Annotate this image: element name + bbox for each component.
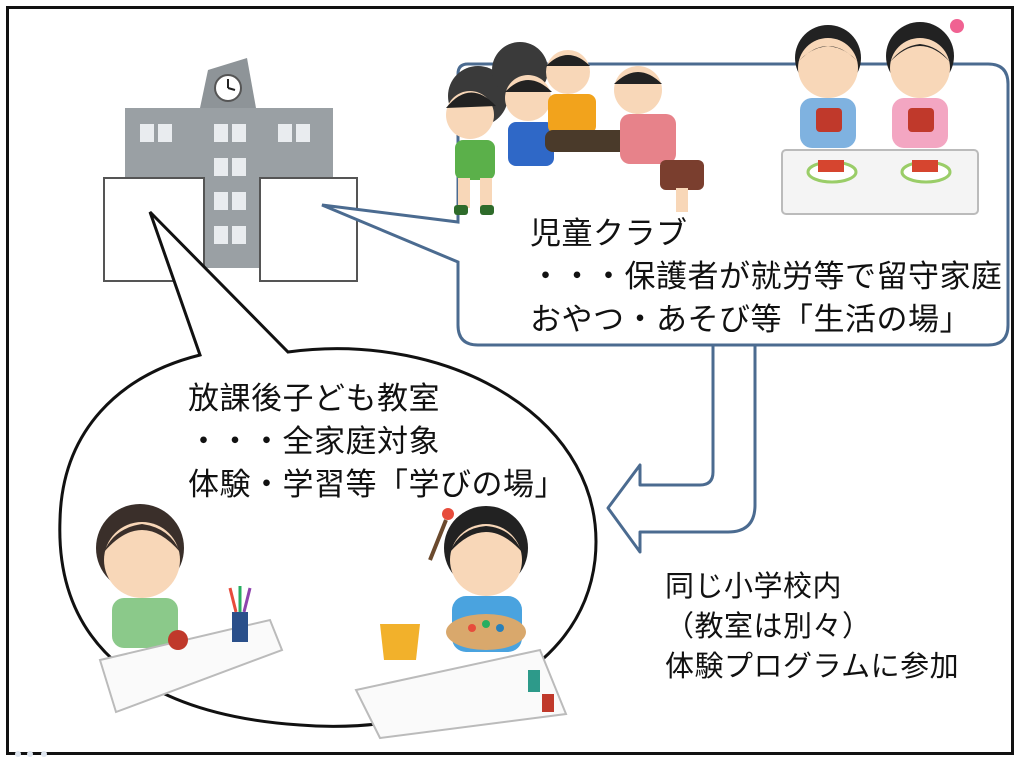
playing-children-illustration: [446, 42, 704, 215]
shared-note-line2: （教室は別々）: [665, 609, 872, 643]
girl-drawing-illustration: [96, 504, 284, 714]
school-building-icon: [103, 58, 358, 282]
transfer-arrow-icon: [606, 343, 757, 554]
classroom-note-line2: 体験・学習等「学びの場」: [188, 467, 566, 503]
children-eating-snacks-illustration: [781, 19, 979, 215]
classroom-note-line1: ・・・全家庭対象: [188, 424, 440, 460]
club-note-title: 児童クラブ: [530, 216, 688, 252]
club-note: 児童クラブ ・・・保護者が就労等で留守家庭 おやつ・あそび等「生活の場」: [530, 213, 1003, 342]
shared-note-line1: 同じ小学校内: [665, 569, 843, 603]
shared-note-line3: 体験プログラムに参加: [665, 649, 960, 683]
club-note-line2: おやつ・あそび等「生活の場」: [530, 302, 971, 338]
boy-painting-illustration: [354, 506, 568, 740]
watermark-mark: [15, 751, 47, 757]
diagram-frame: [6, 6, 1014, 755]
classroom-note: 放課後子ども教室 ・・・全家庭対象 体験・学習等「学びの場」: [188, 378, 566, 507]
club-note-line1: ・・・保護者が就労等で留守家庭: [530, 259, 1003, 295]
classroom-note-title: 放課後子ども教室: [188, 381, 440, 417]
shared-note: 同じ小学校内 （教室は別々） 体験プログラムに参加: [665, 566, 959, 686]
